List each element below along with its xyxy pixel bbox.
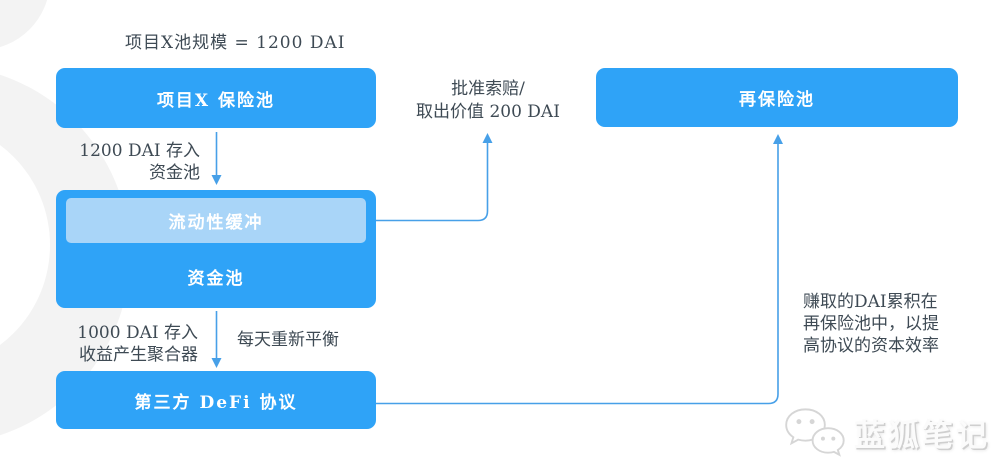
watermark: 蓝狐笔记 xyxy=(781,404,990,460)
label-earned-dai-line2: 再保险池中，以提 xyxy=(803,314,939,334)
label-deposit-1000: 1000 DAI 存入 收益产生聚合器 xyxy=(50,322,198,366)
arrow-defi-to-reinsurance xyxy=(376,134,783,405)
node-reinsurance-pool: 再保险池 xyxy=(596,68,958,127)
label-deposit-1200-line1: 1200 DAI 存入 xyxy=(79,141,200,161)
label-deposit-1000-line2: 收益产生聚合器 xyxy=(79,345,198,365)
node-defi-protocol: 第三方 DeFi 协议 xyxy=(56,371,376,429)
label-approve-claim-line1: 批准索赔/ xyxy=(451,79,525,99)
node-liquidity-buffer: 流动性缓冲 xyxy=(66,198,366,243)
label-rebalance-text: 每天重新平衡 xyxy=(237,330,339,350)
node-reinsurance-pool-label: 再保险池 xyxy=(739,90,815,110)
node-project-insurance-pool: 项目X 保险池 xyxy=(56,68,376,128)
node-project-insurance-pool-label: 项目X 保险池 xyxy=(156,90,276,111)
label-earned-dai-line3: 高协议的资本效率 xyxy=(803,336,939,356)
arrow-buffer-to-claim xyxy=(376,133,493,222)
node-liquidity-buffer-label: 流动性缓冲 xyxy=(168,213,264,233)
node-capital-pool-label: 资金池 xyxy=(187,268,245,289)
label-approve-claim-line2: 取出价值 200 DAI xyxy=(416,102,560,122)
arrow-capital-to-defi xyxy=(211,311,222,368)
watermark-brand: 蓝狐笔记 xyxy=(854,417,990,454)
label-deposit-1000-line1: 1000 DAI 存入 xyxy=(77,323,198,343)
pool-size-title: 项目X池规模 = 1200 DAI xyxy=(125,33,346,53)
label-rebalance: 每天重新平衡 xyxy=(237,329,339,351)
node-capital-pool-label-row: 资金池 xyxy=(56,252,376,300)
node-capital-pool: 流动性缓冲 资金池 xyxy=(56,190,376,308)
arrow-project-to-capital xyxy=(211,132,222,185)
corner-circle-decoration xyxy=(0,0,48,48)
wechat-icon xyxy=(785,408,845,457)
label-earned-dai-line1: 赚取的DAI累积在 xyxy=(803,292,938,312)
label-earned-dai: 赚取的DAI累积在 再保险池中，以提 高协议的资本效率 xyxy=(803,291,963,357)
label-approve-claim: 批准索赔/ 取出价值 200 DAI xyxy=(392,78,584,124)
label-deposit-1200-line2: 资金池 xyxy=(149,163,200,183)
node-defi-protocol-label: 第三方 DeFi 协议 xyxy=(134,392,298,413)
label-deposit-1200: 1200 DAI 存入 资金池 xyxy=(55,140,200,184)
